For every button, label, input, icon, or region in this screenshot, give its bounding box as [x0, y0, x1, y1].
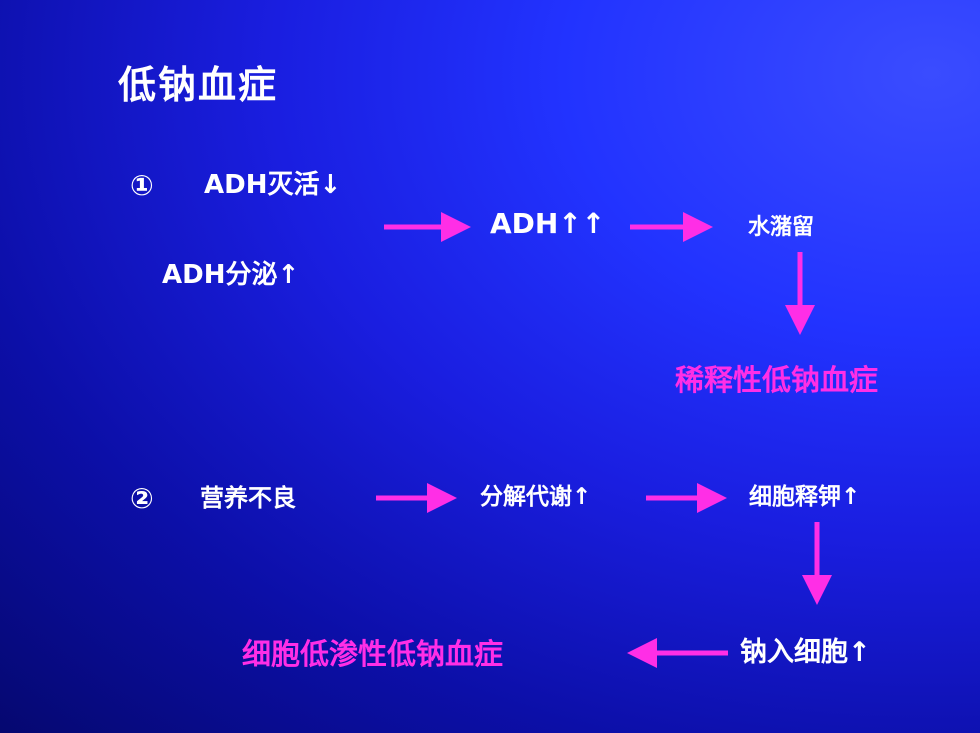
adh-inactivation-label: ADH灭活↓ — [204, 170, 342, 200]
na-into-cell-label: 钠入细胞↑ — [740, 637, 871, 668]
hypotonic-hyponatremia-label: 细胞低渗性低钠血症 — [242, 637, 504, 671]
marker-1: ① — [130, 169, 154, 202]
malnutrition-label: 营养不良 — [200, 484, 296, 512]
cell-k-release-label: 细胞释钾↑ — [749, 484, 861, 510]
adh-secretion-label: ADH分泌↑ — [162, 260, 300, 290]
catabolism-label: 分解代谢↑ — [480, 484, 592, 510]
page-title: 低钠血症 — [118, 62, 279, 107]
water-retention-label: 水潴留 — [748, 215, 815, 240]
marker-2: ② — [130, 482, 154, 515]
dilutional-hyponatremia-label: 稀释性低钠血症 — [675, 363, 879, 397]
adh-increase-label: ADH↑↑ — [490, 207, 606, 240]
